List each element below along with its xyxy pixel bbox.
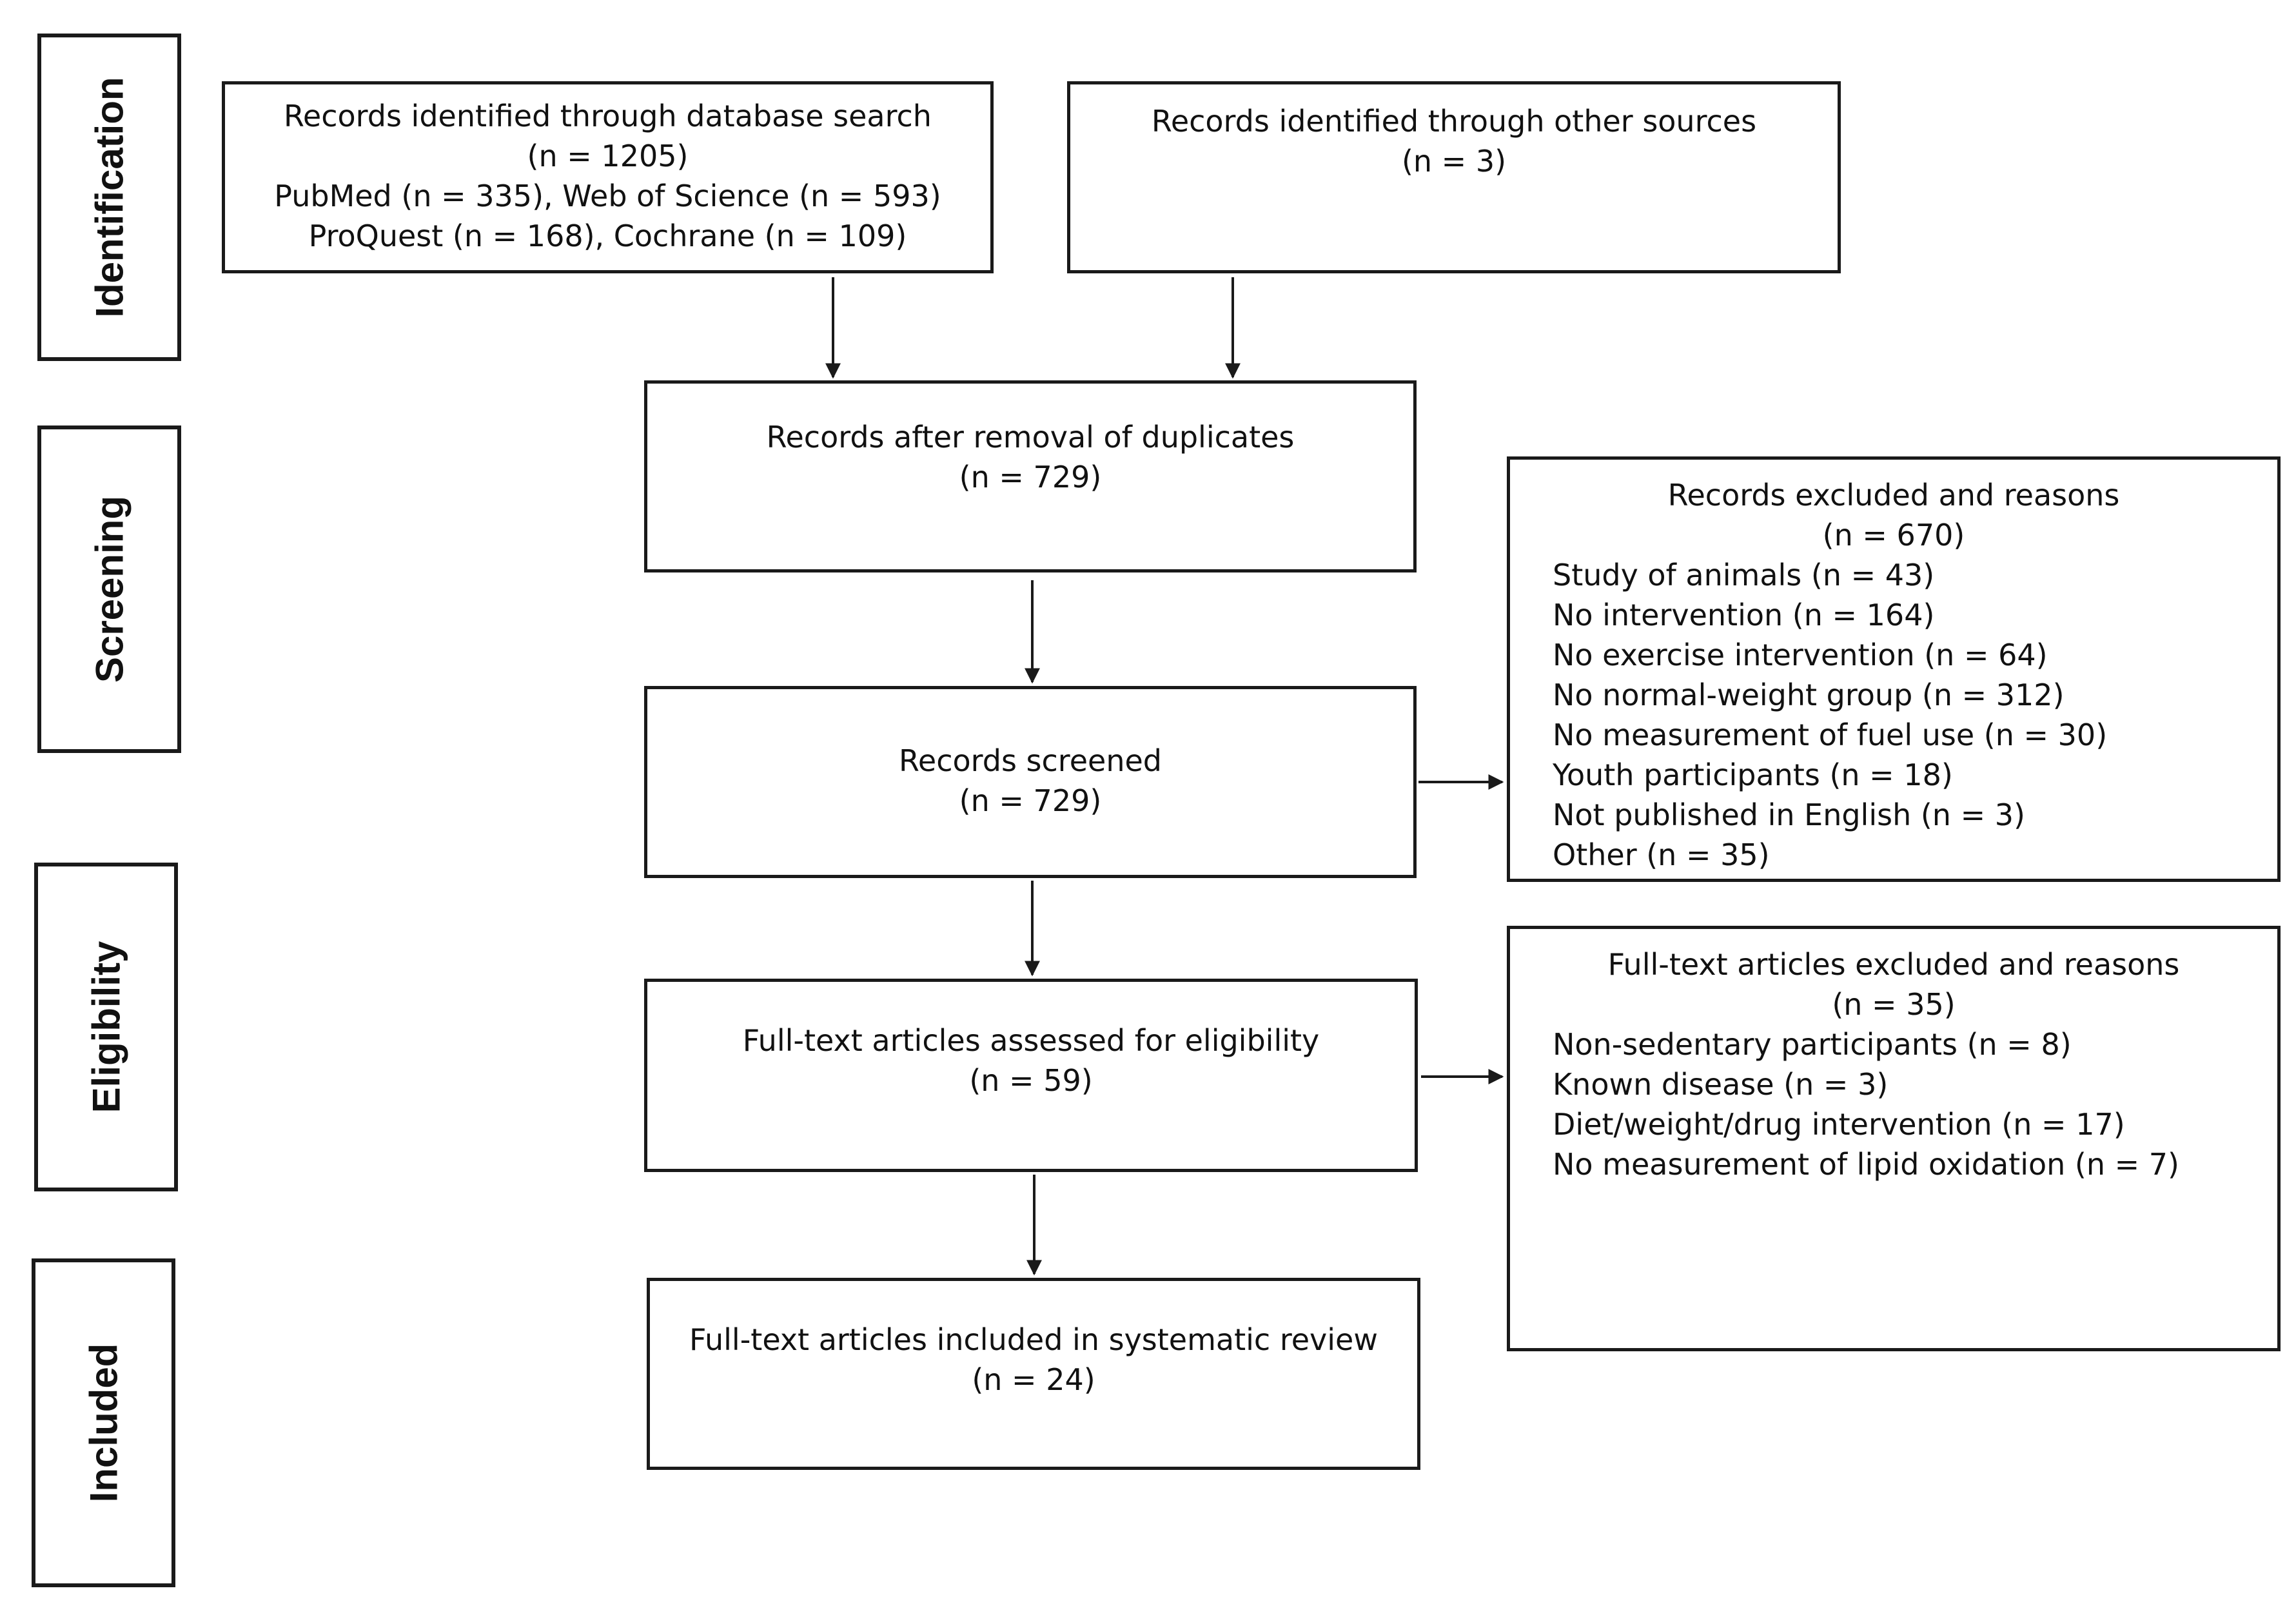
fulltext-assessed-box: Full-text articles assessed for eligibil… xyxy=(644,979,1418,1172)
records-screened-count: (n = 729) xyxy=(959,783,1102,818)
after-duplicates-count: (n = 729) xyxy=(959,460,1102,494)
included-title: Full-text articles included in systemati… xyxy=(689,1322,1378,1357)
database-search-box: Records identified through database sear… xyxy=(222,81,994,273)
stage-identification: Identification xyxy=(37,34,181,361)
fulltext-excluded-count: (n = 35) xyxy=(1832,987,1956,1022)
stage-eligibility: Eligibility xyxy=(34,863,178,1191)
stage-screening: Screening xyxy=(37,425,181,753)
fulltext-excluded-reason: Diet/weight/drug intervention (n = 17) xyxy=(1553,1107,2125,1142)
records-excluded-reason: Other (n = 35) xyxy=(1553,837,1770,872)
fulltext-assessed-title: Full-text articles assessed for eligibil… xyxy=(742,1023,1320,1058)
fulltext-excluded-title: Full-text articles excluded and reasons xyxy=(1607,947,2180,982)
records-excluded-reason: Youth participants (n = 18) xyxy=(1553,758,1953,792)
fulltext-assessed-count: (n = 59) xyxy=(969,1063,1093,1098)
database-search-count: (n = 1205) xyxy=(527,139,689,173)
records-excluded-reason: No measurement of fuel use (n = 30) xyxy=(1553,718,2108,752)
records-screened-box: Records screened (n = 729) xyxy=(644,686,1417,878)
records-excluded-title: Records excluded and reasons xyxy=(1667,478,2120,513)
records-excluded-reason: No normal-weight group (n = 312) xyxy=(1553,678,2065,712)
other-sources-title: Records identified through other sources xyxy=(1151,104,1757,139)
records-screened-title: Records screened xyxy=(899,743,1162,778)
records-excluded-reason: No exercise intervention (n = 64) xyxy=(1553,638,2048,672)
other-sources-box: Records identified through other sources… xyxy=(1067,81,1841,273)
after-duplicates-title: Records after removal of duplicates xyxy=(766,420,1295,455)
records-excluded-reason: No intervention (n = 164) xyxy=(1553,598,1935,632)
included-box: Full-text articles included in systemati… xyxy=(647,1278,1420,1470)
database-search-title: Records identified through database sear… xyxy=(284,99,932,133)
records-excluded-count: (n = 670) xyxy=(1822,518,1965,553)
other-sources-count: (n = 3) xyxy=(1401,144,1507,179)
database-search-detail-1: PubMed (n = 335), Web of Science (n = 59… xyxy=(274,179,941,213)
database-search-detail-2: ProQuest (n = 168), Cochrane (n = 109) xyxy=(308,219,907,253)
records-excluded-reason: Study of animals (n = 43) xyxy=(1553,558,1935,592)
fulltext-excluded-box: Full-text articles excluded and reasons … xyxy=(1507,926,2281,1351)
fulltext-excluded-reason: No measurement of lipid oxidation (n = 7… xyxy=(1553,1147,2179,1182)
after-duplicates-box: Records after removal of duplicates (n =… xyxy=(644,380,1417,572)
included-count: (n = 24) xyxy=(972,1362,1095,1397)
fulltext-excluded-reason: Non-sedentary participants (n = 8) xyxy=(1553,1027,2072,1062)
stage-included: Included xyxy=(32,1258,175,1587)
records-excluded-reason: Not published in English (n = 3) xyxy=(1553,797,2025,832)
fulltext-excluded-reason: Known disease (n = 3) xyxy=(1553,1067,1889,1102)
records-excluded-box: Records excluded and reasons (n = 670) S… xyxy=(1507,456,2281,882)
